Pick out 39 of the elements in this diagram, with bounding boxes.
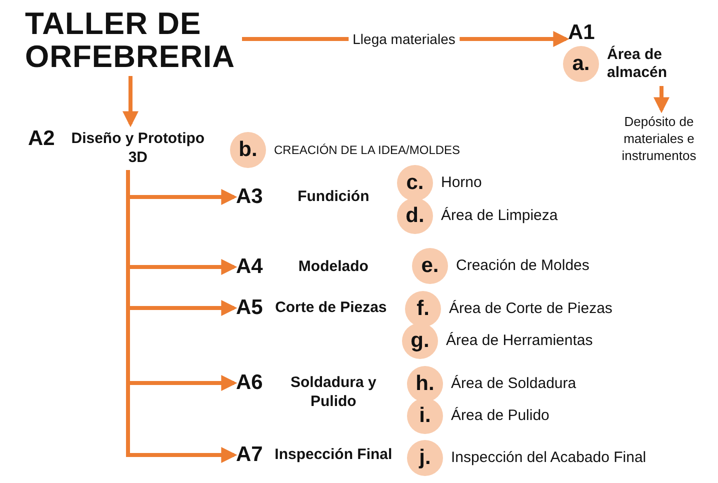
stage-code: A7: [236, 442, 263, 468]
main-title: TALLER DE ORFEBRERIA: [25, 8, 236, 74]
stage-code: A4: [236, 254, 263, 280]
letter-marker: g.: [402, 323, 438, 359]
area-description: Área de almacén: [607, 46, 668, 82]
edge-label: Llega materiales: [348, 31, 460, 47]
area-description: Área de Herramientas: [446, 332, 593, 350]
stage-title: Inspección Final: [274, 445, 394, 464]
letter-marker: e.: [412, 248, 448, 284]
letter-marker: b.: [230, 132, 266, 168]
letter-marker: j.: [407, 440, 443, 476]
area-description: Área de Limpieza: [441, 207, 558, 225]
stage-code: A3: [236, 184, 263, 210]
stage-title: Fundición: [296, 187, 370, 206]
arrow: [122, 76, 138, 128]
stage-title: Soldadura y Pulido: [290, 373, 378, 411]
stage-code: A6: [236, 370, 263, 396]
area-description: Creación de Moldes: [456, 257, 590, 275]
area-description: Área de Soldadura: [451, 375, 576, 393]
arrow: [126, 170, 238, 463]
area-description: CREACIÓN DE LA IDEA/MOLDES: [274, 142, 460, 159]
stage-code: A2: [28, 126, 55, 152]
stage-title: Corte de Piezas: [274, 298, 388, 317]
area-description: Área de Corte de Piezas: [449, 300, 612, 318]
letter-marker: i.: [407, 398, 443, 434]
letter-marker: d.: [397, 198, 433, 234]
letter-marker: c.: [397, 165, 433, 201]
area-description: Área de Pulido: [451, 407, 550, 425]
note-text: Depósito de materiales e instrumentos: [620, 112, 698, 164]
area-description: Horno: [441, 174, 482, 192]
letter-marker: f.: [405, 291, 441, 327]
stage-code: A1: [568, 20, 595, 46]
stage-title: Modelado: [297, 257, 370, 276]
area-description: Inspección del Acabado Final: [451, 449, 646, 467]
letter-marker: a.: [563, 46, 599, 82]
stage-title: Diseño y Prototipo 3D: [70, 129, 206, 167]
arrow: [654, 86, 670, 114]
letter-marker: h.: [407, 366, 443, 402]
stage-code: A5: [236, 295, 263, 321]
